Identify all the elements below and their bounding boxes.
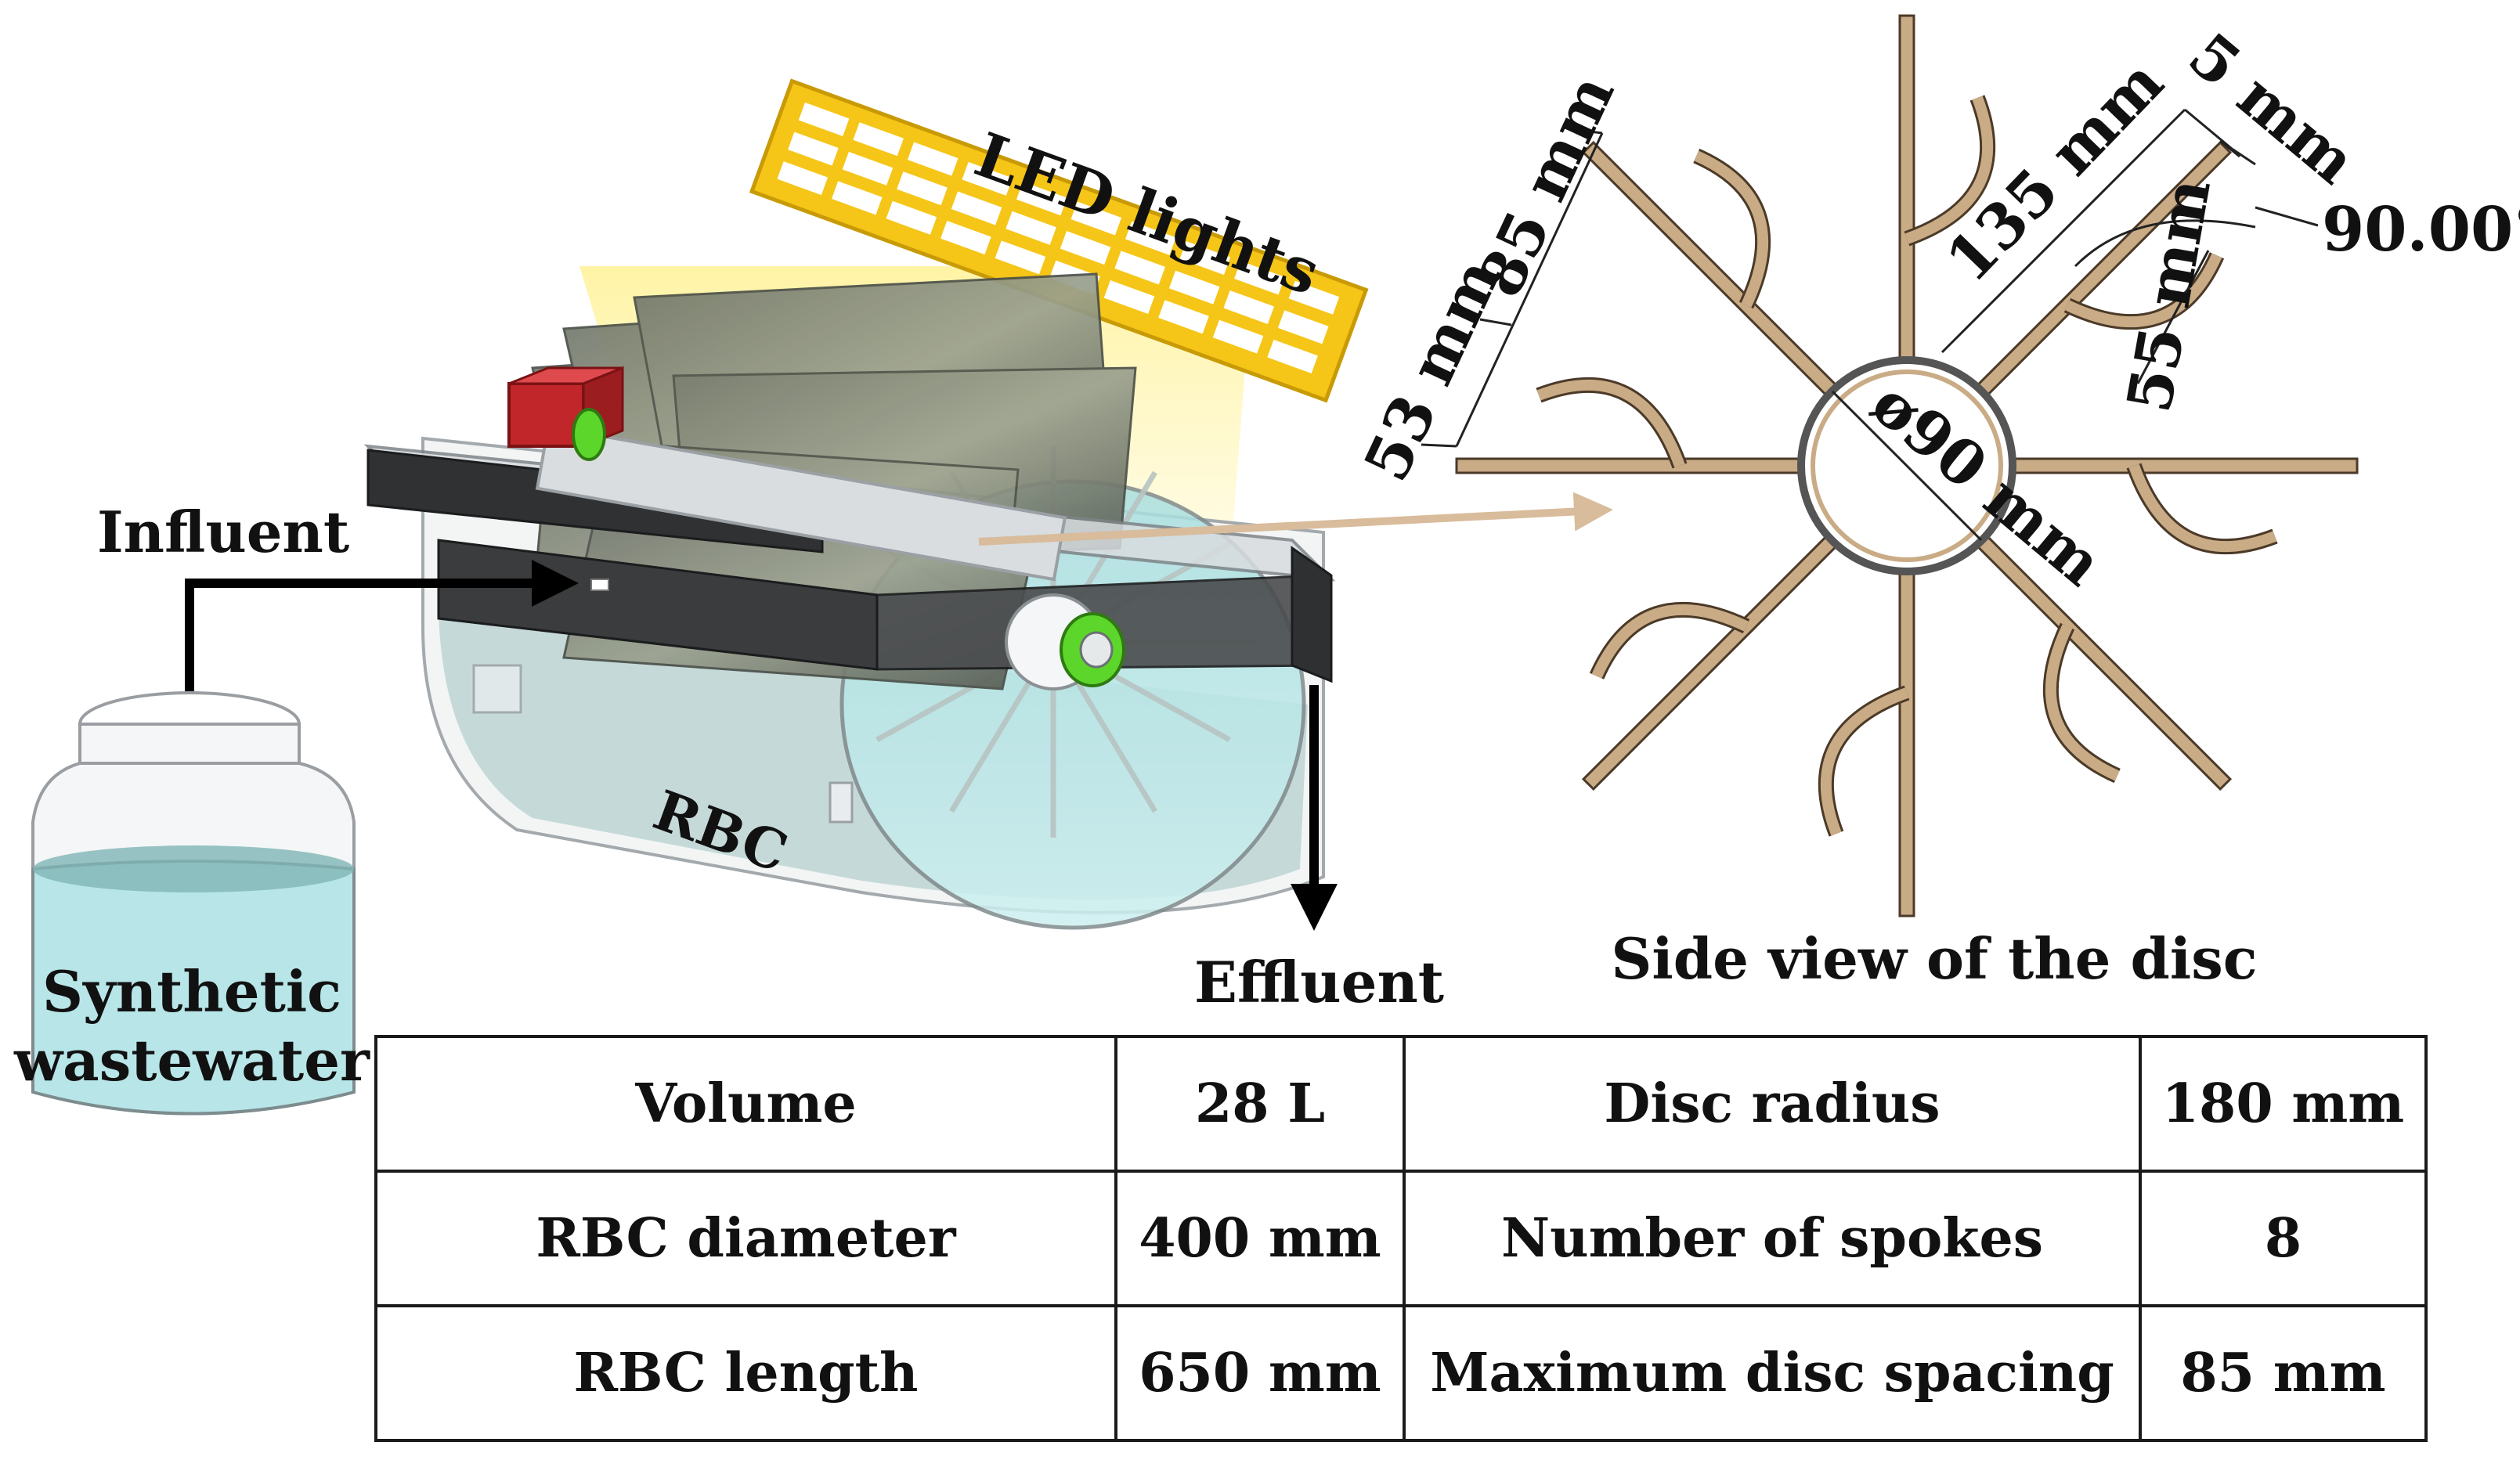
disc-spoke <box>1898 570 1915 917</box>
spec-value: 180 mm <box>2139 1035 2428 1173</box>
synthetic-label-line2: wastewater <box>13 1027 370 1094</box>
spec-label: Number of spokes <box>1403 1170 2142 1307</box>
motor <box>507 366 624 461</box>
disc-blade-fill <box>1694 150 1769 308</box>
disc-blade-fill <box>1904 96 1994 244</box>
disc-spoke <box>1581 140 1839 398</box>
disc-spoke <box>1898 14 1915 362</box>
disc-spoke <box>1974 533 2233 791</box>
spec-label: RBC length <box>374 1304 1117 1442</box>
spec-label: Volume <box>374 1035 1117 1173</box>
dim-53mm: 53 mm <box>1351 248 1515 492</box>
spec-label: Disc radius <box>1403 1035 2142 1173</box>
disc-blade-fill <box>2065 253 2222 328</box>
hub-bearing <box>1005 593 1125 690</box>
spec-value: 85 mm <box>2139 1304 2428 1442</box>
dimension-lines <box>1421 108 2319 542</box>
spec-label: Maximum disc spacing <box>1403 1304 2142 1442</box>
wastewater-jar <box>31 691 356 1116</box>
disc-spoke <box>2011 457 2359 474</box>
side-view-label: Side view of the disc <box>1611 925 2257 992</box>
dim-55mm: 55 mm <box>2114 173 2225 417</box>
led-panel <box>749 78 1369 403</box>
influent-label: Influent <box>97 499 349 565</box>
effluent-label: Effluent <box>1194 949 1444 1015</box>
spec-value: 650 mm <box>1114 1304 1406 1442</box>
disc-blade-fill <box>2128 463 2277 553</box>
spec-value: 400 mm <box>1114 1170 1406 1307</box>
synthetic-label-line1: Synthetic <box>42 958 341 1025</box>
disc-blade-fill <box>1820 687 1909 836</box>
disc-spoke <box>1455 457 1803 474</box>
spec-value: 28 L <box>1114 1035 1406 1173</box>
disc-blade-fill <box>1591 604 1749 679</box>
spec-label: RBC diameter <box>374 1170 1117 1307</box>
disc-blade-fill <box>1536 379 1685 468</box>
dim-angle: 90.00° <box>2322 194 2520 265</box>
disc-blade-fill <box>2045 624 2120 781</box>
rbc-reactor <box>363 272 1336 930</box>
spec-value: 8 <box>2139 1170 2428 1307</box>
zoom-arrow <box>978 492 1613 546</box>
disc-spoke <box>1581 533 1839 791</box>
